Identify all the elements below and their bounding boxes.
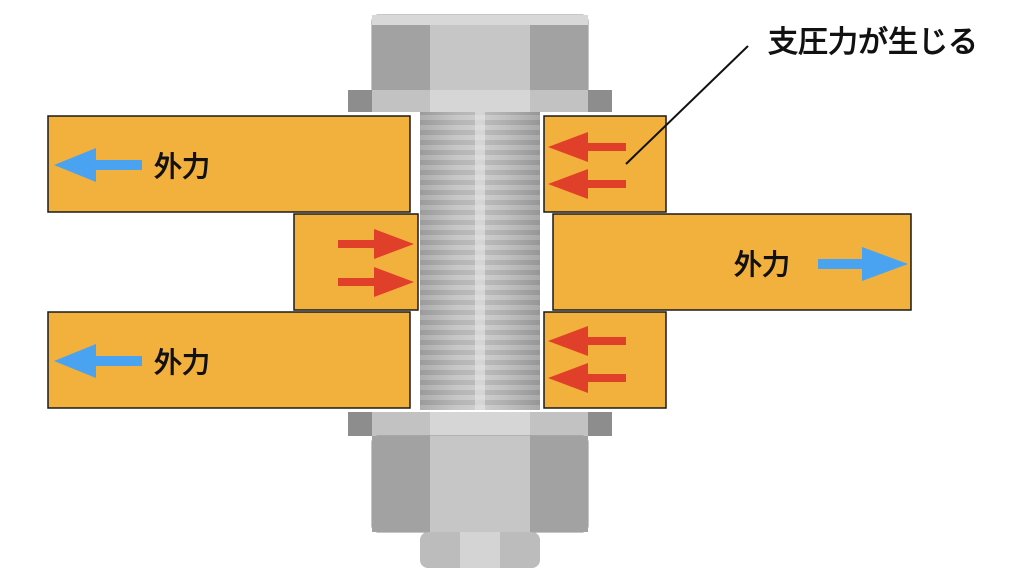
callout-leader-line [625, 45, 749, 165]
bearing-force-arrow-middle-left-1 [338, 229, 414, 259]
external-force-arrow-bottom-left [54, 344, 142, 378]
external-force-arrow-top-left [54, 148, 142, 182]
bottom-washer [348, 412, 612, 436]
plate-middle-left [293, 213, 419, 311]
middle-right-plate-label: 外力 [734, 248, 790, 281]
bearing-force-arrow-bottom-right-2 [548, 363, 626, 393]
top-left-plate-label: 外力 [154, 150, 210, 183]
bearing-force-arrow-top-right-1 [548, 132, 626, 162]
bolt-shank [412, 112, 548, 410]
bolt-head [371, 14, 589, 96]
callout-label: 支圧力が生じる [768, 25, 978, 60]
bearing-force-arrow-top-right-2 [548, 169, 626, 199]
plate-top-right [543, 115, 667, 213]
bearing-force-arrow-bottom-right-1 [548, 326, 626, 356]
top-washer [348, 90, 612, 112]
plate-middle-right [552, 213, 912, 311]
external-force-arrow-middle-right [818, 247, 908, 281]
bolt-tip [420, 532, 540, 568]
bearing-force-arrow-middle-left-2 [338, 267, 414, 297]
bolt-nut [371, 435, 589, 533]
bottom-left-plate-label: 外力 [154, 346, 210, 379]
plate-bottom-right [543, 311, 667, 409]
